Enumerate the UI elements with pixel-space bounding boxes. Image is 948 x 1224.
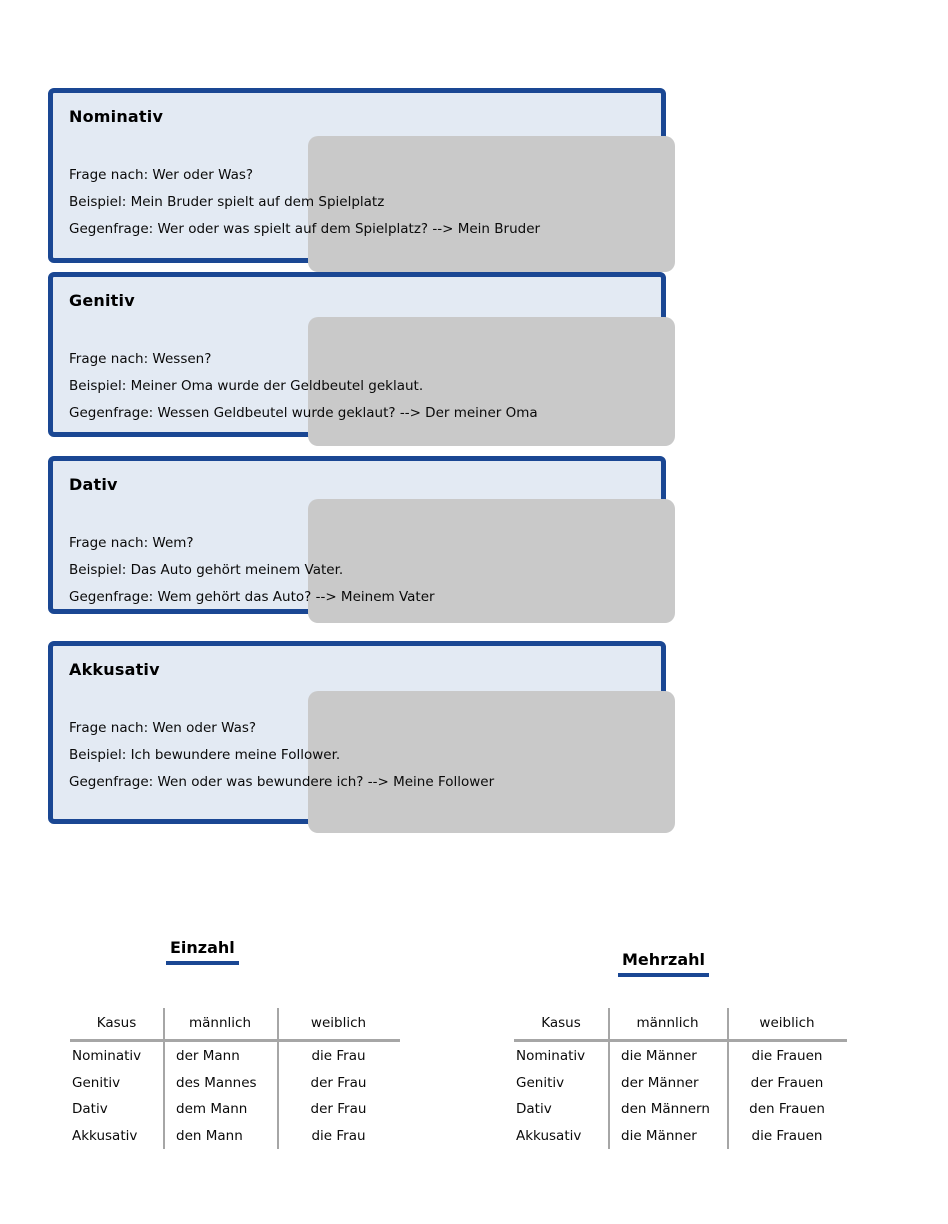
table-cell: Dativ <box>72 1101 108 1117</box>
column-divider <box>608 1008 610 1149</box>
table-cell: Akkusativ <box>516 1127 582 1144</box>
table-cell: der Mann <box>176 1048 240 1064</box>
table-cell: der Frauen <box>750 1074 824 1091</box>
table-cell: der Frau <box>310 1101 367 1117</box>
case-lines: Frage nach: Wer oder Was? Beispiel: Mein… <box>69 162 645 243</box>
case-lines: Frage nach: Wen oder Was? Beispiel: Ich … <box>69 715 645 796</box>
gegenfrage-line: Gegenfrage: Wer oder was spielt auf dem … <box>69 221 541 237</box>
frage-line: Frage nach: Wen oder Was? <box>69 720 257 736</box>
table-cell: die Männer <box>621 1048 697 1064</box>
table-title-einzahl-text: Einzahl <box>166 938 239 965</box>
table-cell: den Männern <box>621 1101 710 1117</box>
declension-table-einzahl: Kasus männlich weiblich Nominativ der Ma… <box>70 1008 400 1149</box>
table-cell: den Frauen <box>749 1101 825 1117</box>
frage-line: Frage nach: Wer oder Was? <box>69 167 254 183</box>
table-title-mehrzahl-text: Mehrzahl <box>618 950 710 977</box>
column-header-weiblich: weiblich <box>310 1015 367 1031</box>
header-divider <box>70 1039 400 1042</box>
case-box-genitiv: Genitiv Frage nach: Wessen? Beispiel: Me… <box>48 272 675 446</box>
case-box-akkusativ: Akkusativ Frage nach: Wen oder Was? Beis… <box>48 641 675 833</box>
table-cell: die Frau <box>311 1127 366 1144</box>
beispiel-line: Beispiel: Mein Bruder spielt auf dem Spi… <box>69 194 385 210</box>
column-header-weiblich: weiblich <box>759 1015 815 1031</box>
table-cell: Dativ <box>516 1101 552 1117</box>
table-cell: dem Mann <box>176 1101 248 1117</box>
column-divider <box>727 1008 729 1149</box>
table-cell: die Frauen <box>751 1127 823 1144</box>
frage-line: Frage nach: Wessen? <box>69 351 212 367</box>
case-title-akkusativ: Akkusativ <box>69 660 160 679</box>
table-cell: Genitiv <box>72 1074 121 1091</box>
case-lines: Frage nach: Wem? Beispiel: Das Auto gehö… <box>69 530 645 611</box>
table-cell: des Mannes <box>176 1074 257 1091</box>
table-cell: die Frauen <box>751 1048 823 1064</box>
column-header-maennlich: männlich <box>636 1015 699 1031</box>
case-title-dativ: Dativ <box>69 475 118 494</box>
table-cell: der Frau <box>310 1074 367 1091</box>
table-title-mehrzahl: Mehrzahl <box>618 950 710 977</box>
case-title-nominativ: Nominativ <box>69 107 164 126</box>
column-header-maennlich: männlich <box>188 1015 251 1031</box>
gegenfrage-line: Gegenfrage: Wen oder was bewundere ich? … <box>69 774 495 790</box>
gegenfrage-line: Gegenfrage: Wessen Geldbeutel wurde gekl… <box>69 405 538 421</box>
frage-line: Frage nach: Wem? <box>69 535 194 551</box>
table-title-einzahl: Einzahl <box>166 938 239 965</box>
table-cell: die Frau <box>311 1048 366 1064</box>
table-cell: Akkusativ <box>72 1127 138 1144</box>
beispiel-line: Beispiel: Ich bewundere meine Follower. <box>69 747 341 763</box>
table-cell: den Mann <box>176 1127 243 1144</box>
column-divider <box>277 1008 279 1149</box>
table-cell: Nominativ <box>72 1048 142 1064</box>
table-cell: Nominativ <box>516 1048 586 1064</box>
gegenfrage-line: Gegenfrage: Wem gehört das Auto? --> Mei… <box>69 589 435 605</box>
case-lines: Frage nach: Wessen? Beispiel: Meiner Oma… <box>69 346 645 427</box>
table-cell: Genitiv <box>516 1074 565 1091</box>
header-divider <box>514 1039 847 1042</box>
case-title-genitiv: Genitiv <box>69 291 135 310</box>
declension-table-mehrzahl: Kasus männlich weiblich Nominativ die Mä… <box>514 1008 847 1149</box>
column-header-kasus: Kasus <box>541 1015 581 1031</box>
column-header-kasus: Kasus <box>96 1015 137 1031</box>
table-cell: der Männer <box>621 1074 699 1091</box>
case-box-nominativ: Nominativ Frage nach: Wer oder Was? Beis… <box>48 88 675 272</box>
column-divider <box>163 1008 165 1149</box>
beispiel-line: Beispiel: Meiner Oma wurde der Geldbeute… <box>69 378 424 394</box>
table-cell: die Männer <box>621 1127 697 1144</box>
case-box-dativ: Dativ Frage nach: Wem? Beispiel: Das Aut… <box>48 456 675 623</box>
beispiel-line: Beispiel: Das Auto gehört meinem Vater. <box>69 562 344 578</box>
